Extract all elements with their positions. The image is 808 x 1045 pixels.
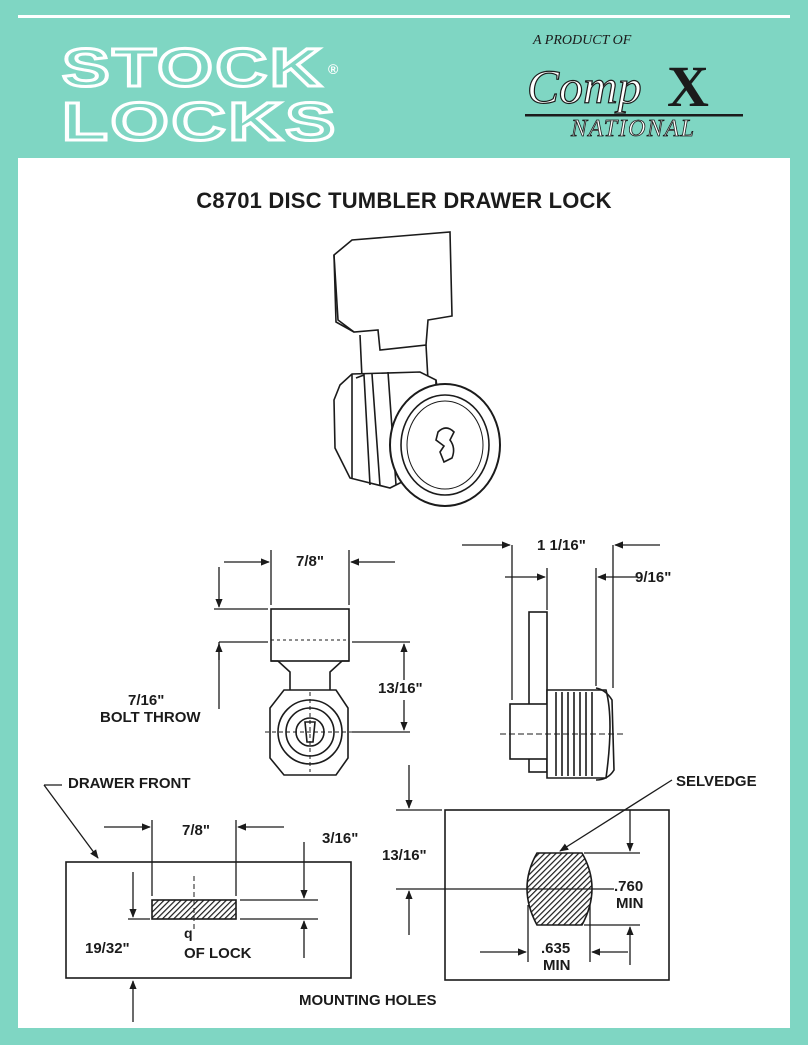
dim-slot-width: 7/8" [182, 822, 210, 839]
centerline-of-lock: OF LOCK [184, 945, 252, 962]
dim-side-width: 1 1/16" [537, 537, 586, 554]
side-view [500, 611, 626, 781]
compx-national-logo: A PRODUCT OF Comp X NATIONAL [515, 28, 755, 143]
dim-side-offset: 9/16" [635, 569, 672, 586]
label-mounting-holes: MOUNTING HOLES [299, 992, 437, 1009]
dim-front-width: 7/8" [296, 553, 324, 570]
page-title: C8701 DISC TUMBLER DRAWER LOCK [196, 188, 612, 213]
dim-hole-760-min: MIN [616, 895, 644, 912]
dim-hole-760: .760 [614, 878, 644, 895]
top-rule [18, 15, 790, 18]
dim-hole-635: .635 [541, 940, 571, 957]
dim-hole-635-min: MIN [543, 957, 571, 974]
dim-slot-offset: 19/32" [85, 940, 130, 957]
brand-line2: LOCKS [62, 92, 338, 148]
lock-isometric-illustration [333, 231, 501, 507]
label-drawer-front: DRAWER FRONT [68, 775, 191, 792]
partner-national: NATIONAL [570, 116, 695, 142]
partner-comp: Comp [527, 61, 642, 114]
partner-x: X [667, 54, 709, 119]
front-view [265, 608, 352, 776]
brand-line1: STOCK [62, 38, 324, 98]
registered-mark: ® [328, 61, 339, 77]
dim-front-height: 13/16" [378, 680, 423, 697]
tagline: A PRODUCT OF [532, 33, 632, 48]
dim-slot-height: 3/16" [322, 830, 359, 847]
dim-bolt-throw-text: BOLT THROW [100, 709, 201, 726]
dim-bolt-throw-value: 7/16" [128, 692, 165, 709]
dim-hole-height: 13/16" [382, 847, 427, 864]
label-selvedge: SELVEDGE [676, 773, 757, 790]
logo-rule [525, 114, 743, 117]
stock-locks-logo: STOCK LOCKS ® [60, 37, 360, 154]
centerline-symbol: q [184, 925, 193, 941]
